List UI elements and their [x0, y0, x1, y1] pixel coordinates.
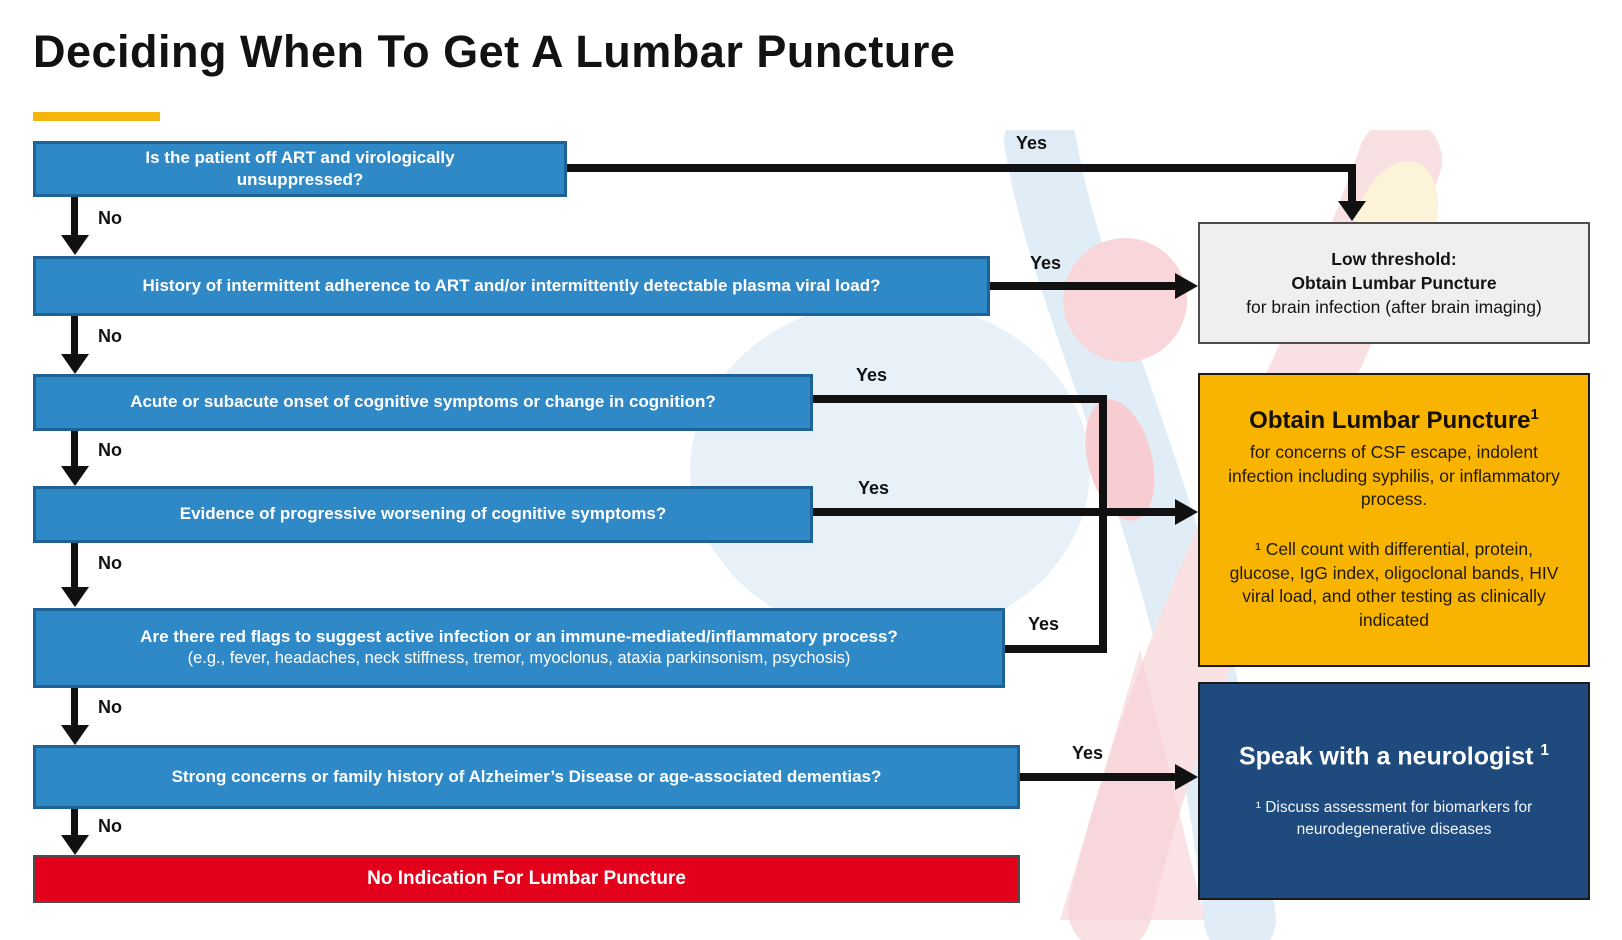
- outcome-title: Speak with a neurologist 1: [1238, 741, 1550, 770]
- outcome-text: No Indication For Lumbar Puncture: [367, 868, 686, 889]
- outcome-footnote: ¹ Cell count with differential, protein,…: [1229, 538, 1559, 630]
- no-arrow-3-line: [71, 431, 78, 467]
- outcome-title: Obtain Lumbar Puncture1: [1249, 407, 1539, 434]
- q1-yes-line-vertical: [1348, 164, 1356, 202]
- no-label-5: No: [98, 697, 122, 717]
- outcome-body: for concerns of CSF escape, indolent inf…: [1228, 442, 1560, 510]
- footnote-marker: 1: [1540, 741, 1550, 759]
- outcome-obtain-lp: Obtain Lumbar Puncture1 for concerns of …: [1198, 373, 1590, 667]
- no-label-6: No: [98, 816, 122, 836]
- outcome-low-threshold: Low threshold: Obtain Lumbar Puncture fo…: [1198, 222, 1590, 344]
- no-arrow-4-head: [61, 587, 89, 607]
- question-text: History of intermittent adherence to ART…: [142, 275, 881, 295]
- no-arrow-3-head: [61, 466, 89, 486]
- page-title: Deciding When To Get A Lumbar Puncture: [33, 26, 956, 77]
- no-arrow-5-head: [61, 725, 89, 745]
- outcome-title-line1: Low threshold:: [1331, 248, 1457, 269]
- footnote-marker: 1: [1530, 407, 1539, 423]
- question-subtext: (e.g., fever, headaches, neck stiffness,…: [187, 649, 851, 668]
- no-arrow-6-line: [71, 809, 78, 837]
- no-arrow-2-line: [71, 316, 78, 354]
- q2-yes-line: [990, 282, 1176, 290]
- yes-label-4: Yes: [858, 478, 890, 498]
- no-arrow-6-head: [61, 835, 89, 855]
- no-arrow-1-line: [71, 197, 78, 235]
- yes-label-6: Yes: [1072, 743, 1104, 763]
- question-text: Is the patient off ART and virologically…: [145, 147, 455, 189]
- merged-yes-arrowhead: [1175, 499, 1198, 525]
- question-box-alzheimers-concern: Strong concerns or family history of Alz…: [33, 745, 1020, 809]
- no-label-4: No: [98, 553, 122, 573]
- question-text: Acute or subacute onset of cognitive sym…: [130, 392, 716, 412]
- question-box-progressive-worsening: Evidence of progressive worsening of cog…: [33, 486, 813, 543]
- question-box-acute-onset: Acute or subacute onset of cognitive sym…: [33, 374, 813, 431]
- yes-label-5: Yes: [1028, 614, 1060, 634]
- no-arrow-2-head: [61, 354, 89, 374]
- merge-vertical-line: [1099, 395, 1107, 653]
- title-accent-bar: [33, 112, 160, 121]
- yes-label-3: Yes: [856, 365, 888, 385]
- question-text: Strong concerns or family history of Alz…: [171, 766, 882, 786]
- question-box-art-unsuppressed: Is the patient off ART and virologically…: [33, 141, 567, 197]
- question-box-red-flags: Are there red flags to suggest active in…: [33, 608, 1005, 688]
- q6-yes-line: [1020, 773, 1176, 781]
- q1-yes-arrowhead: [1338, 201, 1366, 221]
- outcome-footnote: ¹ Discuss assessment for biomarkers for …: [1255, 798, 1533, 838]
- q2-yes-arrowhead: [1175, 273, 1198, 299]
- outcome-body: for brain infection (after brain imaging…: [1246, 297, 1542, 318]
- question-box-intermittent-adherence: History of intermittent adherence to ART…: [33, 256, 990, 316]
- no-label-3: No: [98, 440, 122, 460]
- question-text: Are there red flags to suggest active in…: [140, 626, 898, 646]
- no-label-1: No: [98, 208, 122, 228]
- q5-yes-line: [1005, 645, 1107, 653]
- q3-yes-line: [813, 395, 1107, 403]
- q1-yes-line-horizontal: [567, 164, 1356, 172]
- q6-yes-arrowhead: [1175, 764, 1198, 790]
- outcome-no-indication: No Indication For Lumbar Puncture: [33, 855, 1020, 903]
- q4-yes-line-main: [813, 508, 1176, 516]
- question-text: Evidence of progressive worsening of cog…: [179, 504, 667, 524]
- no-arrow-5-line: [71, 688, 78, 726]
- outcome-title-line2: Obtain Lumbar Puncture: [1291, 272, 1497, 293]
- yes-label-1: Yes: [1016, 133, 1048, 153]
- yes-label-2: Yes: [1030, 253, 1062, 273]
- outcome-neurologist: Speak with a neurologist 1 ¹ Discuss ass…: [1198, 682, 1590, 900]
- no-arrow-4-line: [71, 543, 78, 588]
- no-arrow-1-head: [61, 235, 89, 255]
- no-label-2: No: [98, 326, 122, 346]
